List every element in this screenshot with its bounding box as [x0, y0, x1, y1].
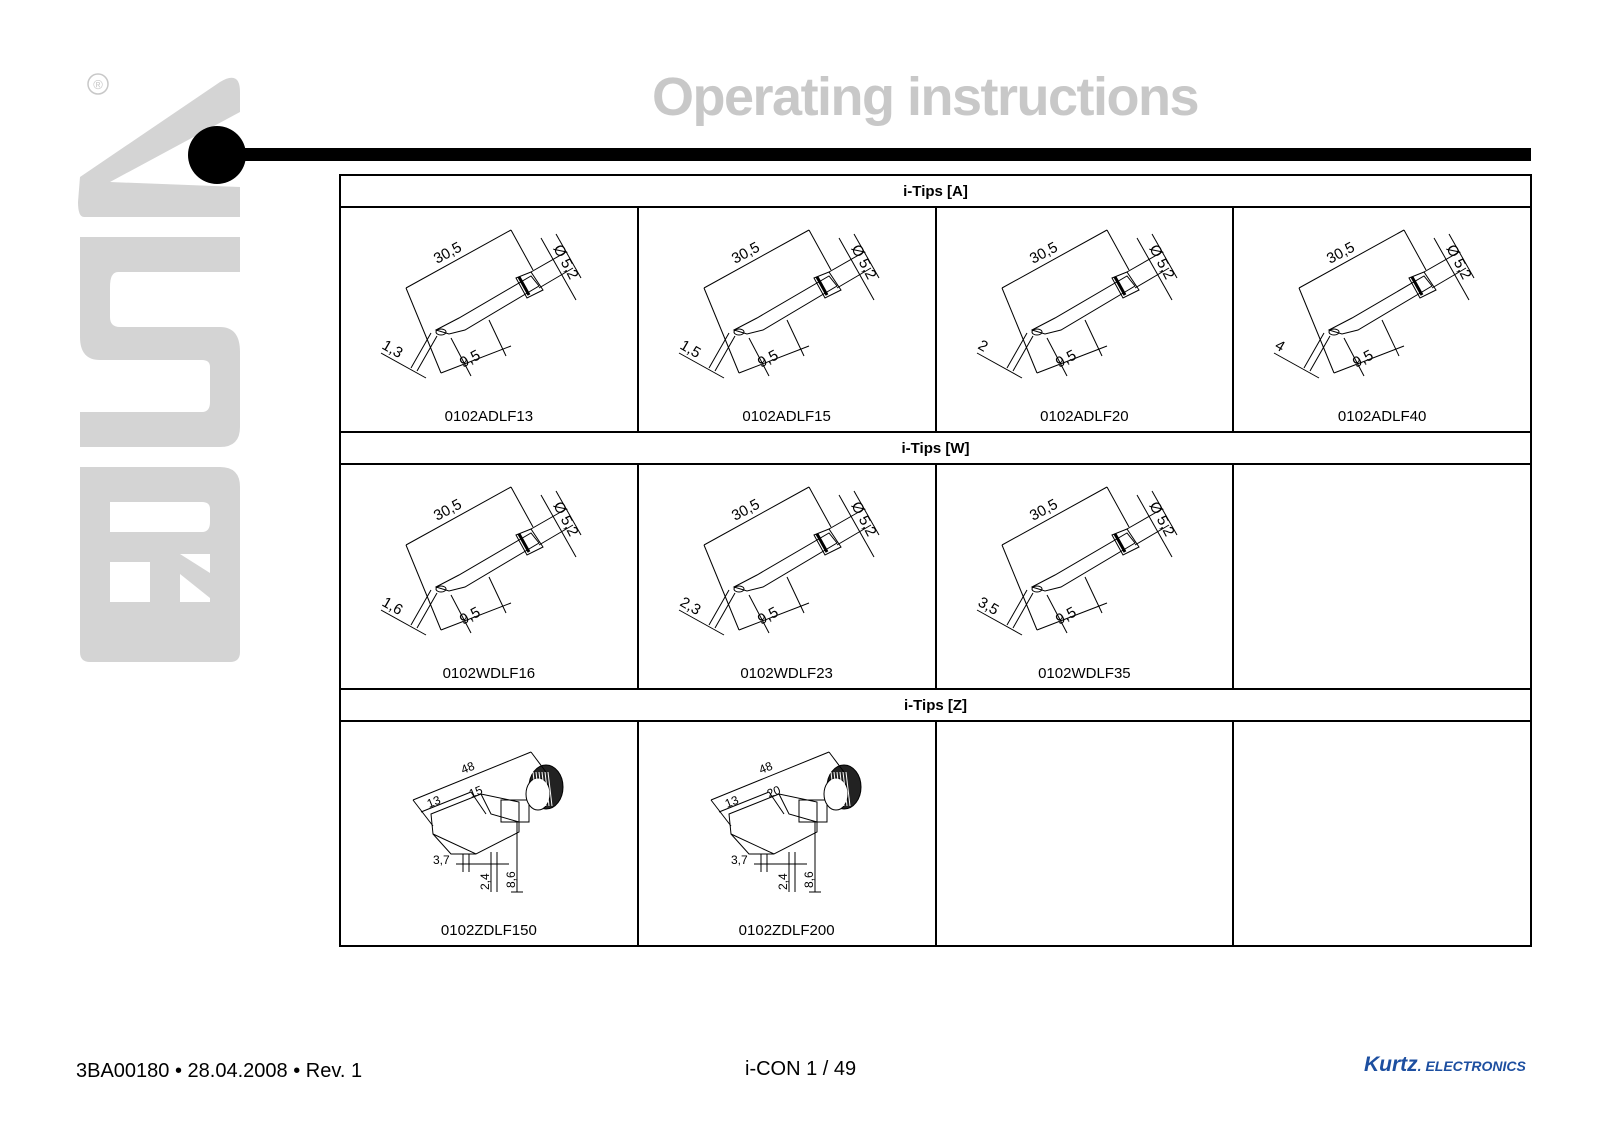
- company-name: Kurtz: [1364, 1053, 1418, 1076]
- length-dimension: 30,5: [431, 239, 465, 268]
- width-dimension: 1,6: [379, 594, 406, 619]
- length-dimension: 30,5: [1026, 496, 1060, 525]
- tip-drawing: [710, 751, 862, 893]
- width-dimension: 4: [1272, 337, 1288, 356]
- length-dimension: 30,5: [1324, 239, 1358, 268]
- section-title-w: i-Tips [W]: [339, 431, 1532, 465]
- document-reference: 3BA00180 • 28.04.2008 • Rev. 1: [76, 1060, 363, 1082]
- tip-drawing: [976, 486, 1177, 636]
- tip-drawing: [380, 486, 582, 636]
- length-dimension: 30,5: [1026, 239, 1060, 268]
- section-title-a: i-Tips [A]: [339, 174, 1532, 208]
- width-dimension: 2: [975, 337, 991, 356]
- tip-drawing: [678, 486, 880, 636]
- blade-dimension: 13: [723, 793, 741, 811]
- empty-cell: [934, 720, 1235, 947]
- taper-dimension: 9,5: [457, 604, 483, 629]
- gap-dimension: 2,4: [478, 873, 492, 890]
- empty-cell: [1232, 720, 1532, 947]
- tip-drawing: [1274, 229, 1475, 379]
- thickness-dimension: 3,7: [731, 853, 748, 867]
- header-rule: [244, 148, 1531, 161]
- tip-diagram: 48 13 15 3,7 2,4 8,6: [412, 751, 564, 893]
- length-dimension: 30,5: [729, 496, 763, 525]
- width-dimension: 1,3: [379, 337, 406, 362]
- width-dimension: 3,5: [975, 594, 1002, 619]
- tip-drawing: [976, 229, 1177, 379]
- page-number: i-CON 1 / 49: [745, 1058, 857, 1080]
- tip-drawing: [678, 229, 880, 379]
- tip-part-number: 0102ADLF15: [742, 408, 831, 425]
- taper-dimension: 9,5: [1350, 347, 1376, 372]
- length-dimension: 30,5: [729, 239, 763, 268]
- height-dimension: 8,6: [504, 871, 518, 888]
- tip-part-number: 0102WDLF23: [740, 665, 833, 682]
- empty-cell: [1232, 463, 1532, 690]
- taper-dimension: 9,5: [1052, 604, 1078, 629]
- length-dimension: 30,5: [431, 496, 465, 525]
- length-dimension: 48: [757, 759, 775, 777]
- tip-part-number: 0102ADLF40: [1337, 408, 1427, 425]
- width-dimension: 1,5: [677, 337, 704, 362]
- tip-cell: 48 13 15 3,7 2,4 8,6 0102ZDLF150: [339, 720, 639, 947]
- registered-mark: ®: [93, 77, 103, 92]
- width-dimension: 2,3: [677, 594, 704, 619]
- taper-dimension: 9,5: [755, 604, 781, 629]
- header-dot: [188, 126, 246, 184]
- tip-part-number: 0102WDLF16: [442, 665, 536, 682]
- tip-part-number: 0102ZDLF150: [440, 922, 537, 939]
- inner-dimension: 20: [765, 783, 783, 801]
- page-title: Operating instructions: [652, 67, 1200, 127]
- tip-diagram: 48 13 20 3,7 2,4 8,6: [710, 751, 862, 893]
- tip-cell: 48 13 20 3,7 2,4 8,6 0102ZDLF200: [636, 720, 937, 947]
- tip-part-number: 0102ZDLF200: [738, 922, 835, 939]
- blade-dimension: 13: [425, 793, 443, 811]
- taper-dimension: 9,5: [1052, 347, 1078, 372]
- tip-part-number: 0102ADLF13: [444, 408, 534, 425]
- inner-dimension: 15: [467, 783, 485, 801]
- section-title-z: i-Tips [Z]: [339, 688, 1532, 722]
- height-dimension: 8,6: [802, 871, 816, 888]
- tip-part-number: 0102WDLF35: [1038, 665, 1131, 682]
- ersa-logo: ®: [78, 73, 240, 662]
- tip-drawing: [412, 751, 564, 893]
- length-dimension: 48: [459, 759, 477, 777]
- tip-part-number: 0102ADLF20: [1040, 408, 1129, 425]
- kurtz-electronics-logo: Kurtz. ELECTRONICS: [1364, 1053, 1526, 1076]
- thickness-dimension: 3,7: [433, 853, 450, 867]
- taper-dimension: 9,5: [755, 347, 781, 372]
- tip-drawing: [380, 229, 582, 379]
- company-suffix: ELECTRONICS: [1425, 1058, 1526, 1074]
- taper-dimension: 9,5: [457, 347, 483, 372]
- gap-dimension: 2,4: [776, 873, 790, 890]
